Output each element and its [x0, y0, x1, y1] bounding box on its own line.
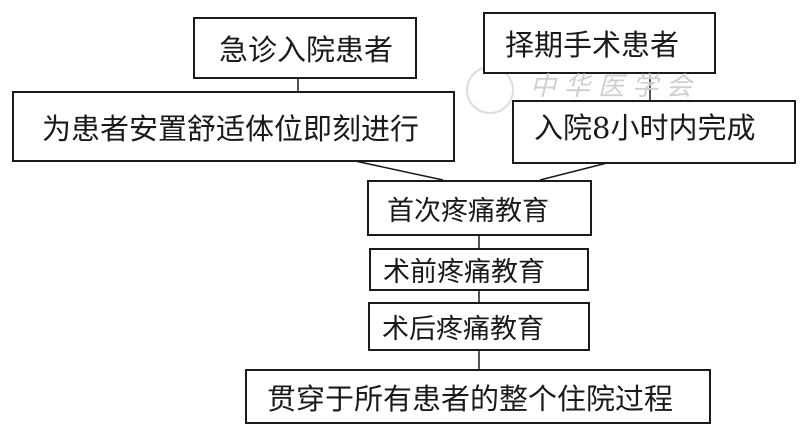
node-postop-education: 术后疼痛教育 [368, 302, 590, 351]
connector-elective-to-first [539, 162, 608, 181]
node-emergency-action-label: 为患者安置舒适体位即刻进行 [42, 111, 420, 146]
node-throughout: 贯穿于所有患者的整个住院过程 [245, 369, 711, 424]
node-elective-action-label: 入院8小时内完成 [534, 111, 756, 145]
node-emergency-label: 急诊入院患者 [219, 33, 394, 67]
node-elective-action: 入院8小时内完成 [512, 100, 796, 164]
node-postop-education-label: 术后疼痛教育 [382, 314, 544, 345]
node-elective-label: 择期手术患者 [505, 28, 680, 62]
node-emergency-action: 为患者安置舒适体位即刻进行 [12, 91, 455, 162]
node-throughout-label: 贯穿于所有患者的整个住院过程 [267, 381, 674, 416]
node-emergency: 急诊入院患者 [193, 17, 417, 79]
node-preop-education-label: 术前疼痛教育 [383, 257, 545, 288]
connector-emergency-to-first [354, 160, 444, 181]
node-preop-education: 术前疼痛教育 [369, 248, 589, 291]
node-first-education: 首次疼痛教育 [367, 180, 592, 236]
node-elective: 择期手术患者 [483, 12, 716, 74]
node-first-education-label: 首次疼痛教育 [387, 195, 549, 227]
